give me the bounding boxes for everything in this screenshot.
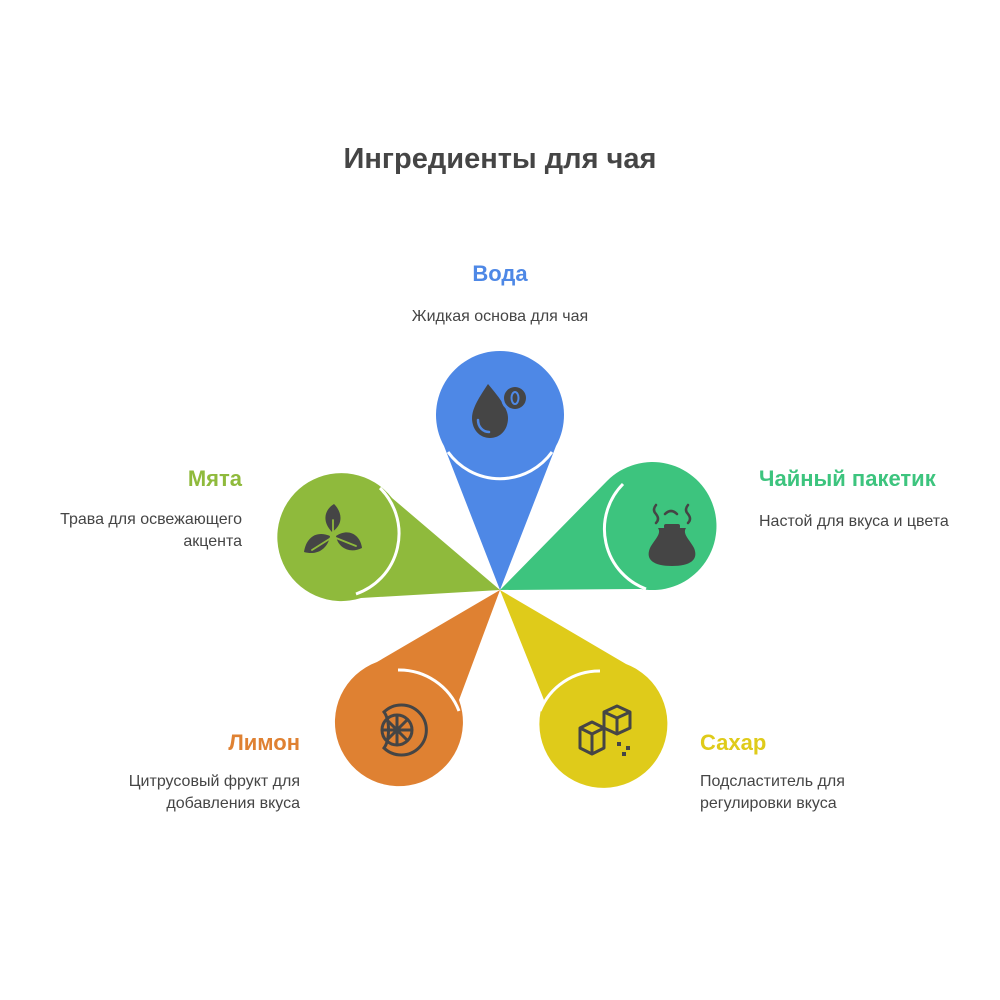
petal-lemon [334, 590, 500, 787]
label-sugar: Сахар [700, 730, 767, 755]
desc-lemon: Цитрусовый фрукт для добавления вкуса [128, 773, 300, 812]
desc-mint: Трава для освежающего акцента [60, 511, 242, 550]
petal-sugar-separator [538, 669, 601, 712]
petal-water [435, 351, 564, 590]
label-water: Вода [472, 261, 528, 286]
petal-mint [277, 473, 500, 602]
petal-teabag-separator [602, 482, 647, 591]
petal-lemon-shape [334, 590, 500, 787]
lemon-slice-icon [380, 703, 428, 757]
petal-water-shape [435, 351, 564, 590]
water-drop-icon [472, 384, 529, 438]
tea-bag-icon [648, 503, 696, 566]
label-lemon: Лимон [228, 730, 300, 755]
diagram-title: Ингредиенты для чая [343, 143, 657, 175]
desc-teabag: Настой для вкуса и цвета [759, 513, 949, 530]
petal-water-separator [446, 451, 554, 481]
desc-sugar: Подсластитель для регулировки вкуса [700, 773, 845, 812]
mint-leaves-icon [304, 504, 362, 554]
sugar-cubes-icon [578, 704, 632, 756]
petal-teabag [500, 462, 717, 591]
petal-sugar [500, 590, 668, 788]
petal-mint-separator [355, 486, 401, 596]
desc-water: Жидкая основа для чая [411, 308, 589, 325]
label-mint: Мята [187, 466, 242, 491]
petal-sugar-shape [500, 590, 668, 788]
label-teabag: Чайный пакетик [759, 466, 936, 491]
petal-lemon-separator [397, 668, 461, 712]
